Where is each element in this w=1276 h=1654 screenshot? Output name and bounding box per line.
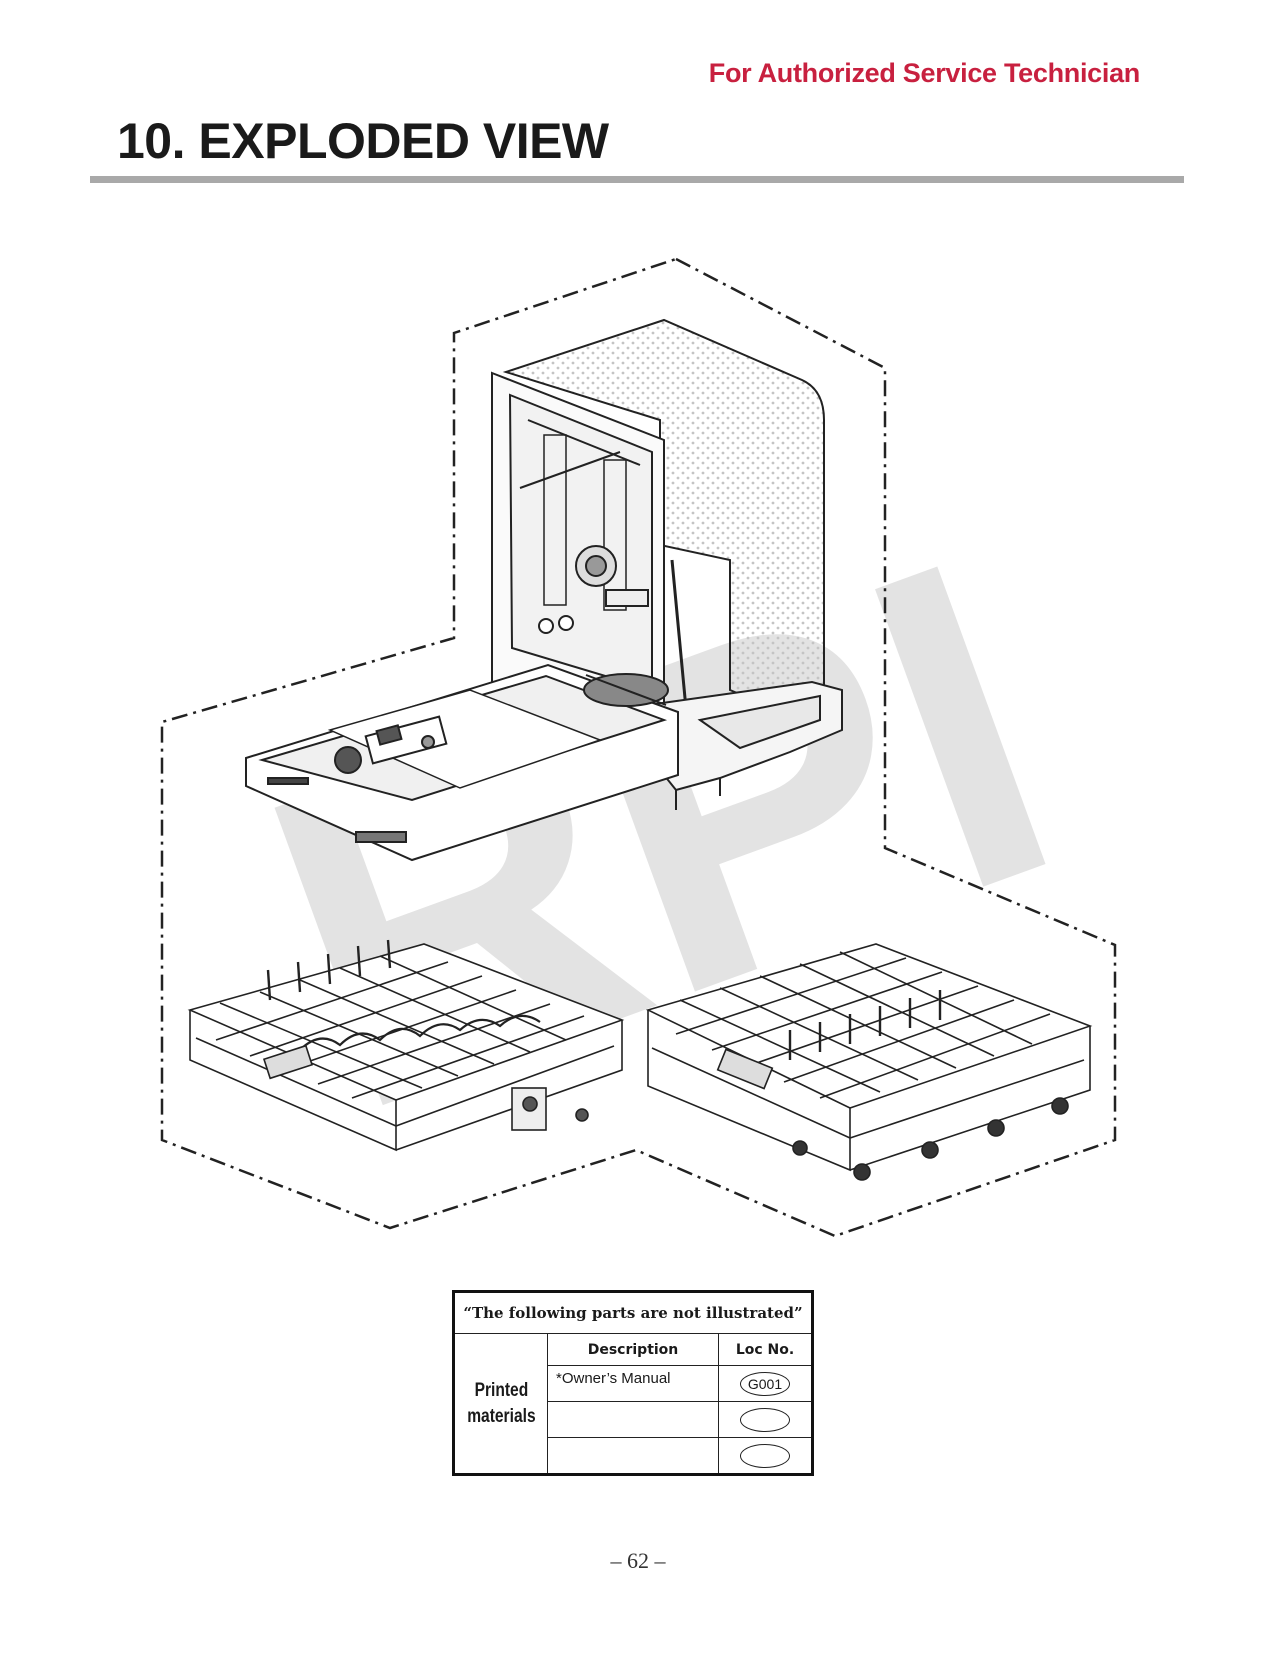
table-row	[454, 1437, 813, 1475]
column-header-loc-no: Loc No.	[718, 1333, 813, 1366]
title-divider	[90, 176, 1184, 183]
row-loc-no	[718, 1401, 813, 1438]
row-description	[547, 1401, 719, 1438]
page-number: – 62 –	[610, 1548, 666, 1573]
service-technician-note: For Authorized Service Technician	[708, 58, 1141, 88]
loc-no-oval	[740, 1443, 790, 1468]
column-header-description: Description	[547, 1333, 719, 1366]
group-label-line2: materials	[466, 1405, 536, 1427]
loc-no-oval	[740, 1407, 790, 1432]
group-label: Printed materials	[461, 1333, 540, 1475]
assembly-boundary-outline	[160, 257, 1117, 1238]
row-description	[547, 1437, 719, 1475]
row-loc-no	[718, 1437, 813, 1475]
page-title: 10. EXPLODED VIEW	[117, 113, 609, 169]
row-description: *Owner’s Manual	[547, 1365, 719, 1402]
loc-no-oval: G001	[740, 1371, 790, 1396]
lower-rack-icon	[645, 943, 1093, 1181]
table-row: *Owner’s Manual G001	[454, 1365, 813, 1402]
upper-rack-icon	[187, 939, 625, 1152]
table-caption: “The following parts are not illustrated…	[453, 1291, 813, 1334]
not-illustrated-parts-table: “The following parts are not illustrated…	[452, 1290, 814, 1476]
tub-and-door-assembly-icon	[245, 318, 843, 862]
group-label-line1: Printed	[474, 1379, 528, 1401]
row-loc-no: G001	[718, 1365, 813, 1402]
